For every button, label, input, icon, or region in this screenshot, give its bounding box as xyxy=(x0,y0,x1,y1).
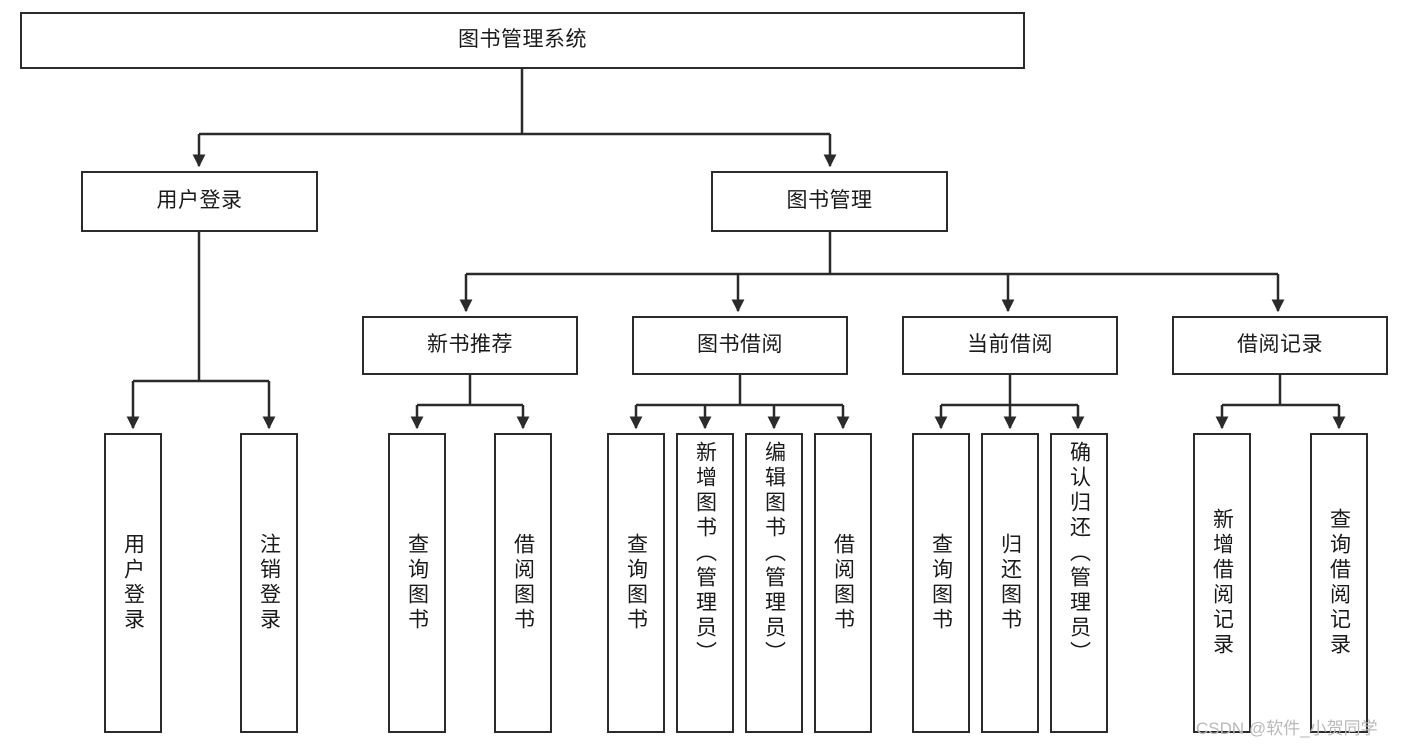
node-label: 图书借阅 xyxy=(697,333,783,357)
node-label: 确认归还（管理员） xyxy=(1067,441,1091,666)
node-label: 新书推荐 xyxy=(427,333,513,357)
node-label: 新增图书（管理员） xyxy=(693,441,717,666)
watermark: CSDN @软件_小贺同学 xyxy=(1196,719,1378,738)
node-book-management[interactable]: 图书管理 xyxy=(711,171,948,232)
node-label: 图书管理 xyxy=(786,189,873,213)
node-label: 图书管理系统 xyxy=(458,28,587,52)
node-label: 归还图书 xyxy=(998,533,1022,633)
node-leaf-logout[interactable]: 注销登录 xyxy=(240,433,298,733)
node-label: 借阅图书 xyxy=(511,533,535,633)
node-label: 查询图书 xyxy=(929,533,953,633)
node-label: 注销登录 xyxy=(257,533,281,633)
node-leaf-query-borrow-record[interactable]: 查询借阅记录 xyxy=(1310,433,1368,733)
node-leaf-edit-book-admin[interactable]: 编辑图书（管理员） xyxy=(745,433,803,733)
node-leaf-add-book-admin[interactable]: 新增图书（管理员） xyxy=(676,433,734,733)
node-leaf-query-books-current[interactable]: 查询图书 xyxy=(912,433,970,733)
node-label: 用户登录 xyxy=(121,533,145,633)
node-leaf-query-books-borrow[interactable]: 查询图书 xyxy=(607,433,665,733)
node-current-borrowing[interactable]: 当前借阅 xyxy=(902,316,1118,375)
node-leaf-query-books-new[interactable]: 查询图书 xyxy=(388,433,446,733)
node-leaf-borrow-books[interactable]: 借阅图书 xyxy=(814,433,872,733)
node-leaf-return-books[interactable]: 归还图书 xyxy=(981,433,1039,733)
node-borrowing-records[interactable]: 借阅记录 xyxy=(1172,316,1388,375)
node-label: 查询借阅记录 xyxy=(1327,508,1351,658)
node-label: 当前借阅 xyxy=(967,333,1053,357)
node-new-book-recommendation[interactable]: 新书推荐 xyxy=(362,316,578,375)
node-leaf-add-borrow-record[interactable]: 新增借阅记录 xyxy=(1193,433,1251,733)
node-user-login[interactable]: 用户登录 xyxy=(81,171,318,232)
node-leaf-user-login[interactable]: 用户登录 xyxy=(104,433,162,733)
node-label: 新增借阅记录 xyxy=(1210,508,1234,658)
node-label: 编辑图书（管理员） xyxy=(762,441,786,666)
node-leaf-borrow-books-new[interactable]: 借阅图书 xyxy=(494,433,552,733)
node-label: 用户登录 xyxy=(156,189,243,213)
node-label: 查询图书 xyxy=(405,533,429,633)
node-leaf-confirm-return-admin[interactable]: 确认归还（管理员） xyxy=(1050,433,1108,733)
node-book-borrowing[interactable]: 图书借阅 xyxy=(632,316,848,375)
node-label: 借阅图书 xyxy=(831,533,855,633)
node-root-book-management-system[interactable]: 图书管理系统 xyxy=(20,12,1025,69)
node-label: 借阅记录 xyxy=(1237,333,1323,357)
node-label: 查询图书 xyxy=(624,533,648,633)
